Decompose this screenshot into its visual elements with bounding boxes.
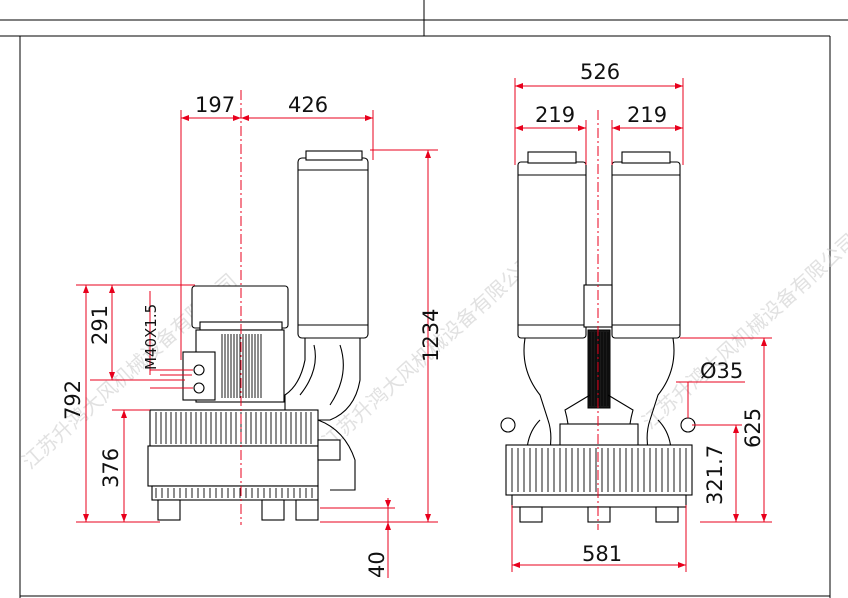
dim-291: 291 (88, 305, 112, 345)
dim-526: 526 (580, 60, 620, 84)
side-view-dimensions: 197 426 1234 291 792 376 M40X1.5 40 (61, 90, 443, 578)
front-view-blower (500, 151, 696, 523)
front-view-dimensions: 526 219 219 Ø35 625 321.7 581 (511, 60, 772, 572)
label-thread: M40X1.5 (142, 304, 160, 370)
dim-426: 426 (288, 93, 328, 117)
dim-219-right: 219 (627, 103, 667, 127)
dim-321-7: 321.7 (703, 445, 727, 505)
dim-581: 581 (582, 542, 622, 566)
dim-40: 40 (365, 551, 389, 578)
dim-219-left: 219 (535, 103, 575, 127)
dim-hole-diameter: Ø35 (700, 359, 743, 383)
dim-376: 376 (99, 448, 123, 488)
dim-197: 197 (195, 93, 235, 117)
dim-1234: 1234 (419, 309, 443, 362)
dim-625: 625 (741, 408, 765, 448)
dim-792: 792 (61, 380, 85, 420)
